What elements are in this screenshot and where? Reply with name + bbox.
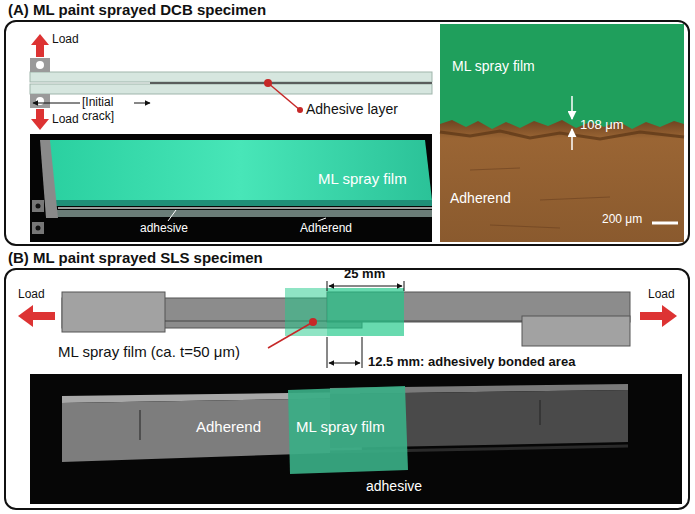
scale-label: 200 μm [602,213,642,227]
part-name: Adherend [450,190,511,206]
part-name: ML spray film (ca. t=50 μm) [58,343,240,360]
part-name: adhesive [366,478,422,494]
part-name: Adherend [300,222,352,236]
part-name: [Initial crack] [82,96,134,124]
part-name: ML spray film [318,170,407,187]
panel-title: (B) ML paint sprayed SLS specimen [8,249,263,266]
part-name: ML spray film [296,418,385,435]
part-name: ML spray film [452,58,535,74]
part-name: Adhesive layer [306,101,398,117]
load-label: Load [52,33,79,47]
load-label: Load [648,288,675,302]
load-label: Load [52,113,79,127]
dimension-label: 25 mm [344,267,385,282]
load-label: Load [18,288,45,302]
part-name: Adherend [196,418,261,435]
specimen-panel: (A) ML paint sprayed DCB specimen [4,20,690,246]
dimension-label: 108 μm [580,118,624,133]
dimension-label: 12.5 mm: adhesively bonded area [368,355,575,370]
panel-title: (A) ML paint sprayed DCB specimen [8,1,266,18]
specimen-panel: (B) ML paint sprayed SLS specimen [4,268,690,510]
part-name: adhesive [140,222,188,236]
